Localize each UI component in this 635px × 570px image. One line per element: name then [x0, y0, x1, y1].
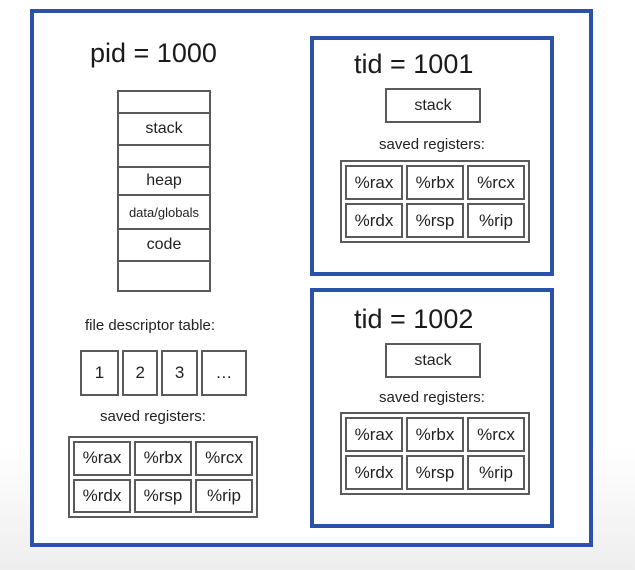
register-cell: %rcx — [467, 165, 525, 200]
process-register-grid: %rax %rbx %rcx %rdx %rsp %rip — [68, 436, 258, 518]
memory-segment-data-globals: data/globals — [117, 194, 211, 230]
fd-cell: … — [200, 350, 247, 396]
thread-title: tid = 1002 — [354, 304, 474, 334]
register-cell: %rbx — [406, 165, 464, 200]
process-saved-registers-caption: saved registers: — [100, 408, 206, 425]
thread-saved-registers-caption: saved registers: — [379, 389, 485, 406]
process-title: pid = 1000 — [90, 38, 217, 68]
thread-title: tid = 1001 — [354, 49, 474, 79]
register-cell: %rax — [345, 165, 403, 200]
memory-segment-empty — [117, 90, 211, 114]
thread-register-grid: %rax %rbx %rcx %rdx %rsp %rip — [340, 412, 530, 495]
register-cell: %rcx — [467, 417, 525, 452]
register-cell: %rbx — [406, 417, 464, 452]
fd-cell: 1 — [80, 350, 120, 396]
register-cell: %rip — [195, 478, 253, 513]
fd-table: 1 2 3 … — [80, 350, 247, 396]
register-cell: %rcx — [195, 441, 253, 476]
register-cell: %rsp — [134, 478, 192, 513]
thread-stack-box: stack — [385, 343, 481, 378]
thread-register-grid: %rax %rbx %rcx %rdx %rsp %rip — [340, 160, 530, 243]
memory-segment-stack: stack — [117, 112, 211, 146]
register-cell: %rax — [345, 417, 403, 452]
register-cell: %rbx — [134, 441, 192, 476]
thread-stack-box: stack — [385, 88, 481, 123]
thread-saved-registers-caption: saved registers: — [379, 136, 485, 153]
register-cell: %rsp — [406, 203, 464, 238]
thread-box: tid = 1001 stack saved registers: %rax %… — [310, 36, 554, 276]
memory-segment-empty — [117, 144, 211, 168]
memory-segment-code: code — [117, 228, 211, 262]
register-cell: %rip — [467, 203, 525, 238]
fd-table-caption: file descriptor table: — [85, 317, 216, 334]
register-cell: %rdx — [345, 203, 403, 238]
register-cell: %rdx — [345, 455, 403, 490]
register-cell: %rax — [73, 441, 131, 476]
thread-box: tid = 1002 stack saved registers: %rax %… — [310, 288, 554, 528]
fd-cell: 2 — [122, 350, 159, 396]
register-cell: %rsp — [406, 455, 464, 490]
memory-segment-heap: heap — [117, 166, 211, 196]
process-memory-stack: stack heap data/globals code — [117, 90, 211, 292]
memory-segment-empty — [117, 260, 211, 292]
fd-cell: 3 — [161, 350, 198, 396]
register-cell: %rip — [467, 455, 525, 490]
register-cell: %rdx — [73, 478, 131, 513]
